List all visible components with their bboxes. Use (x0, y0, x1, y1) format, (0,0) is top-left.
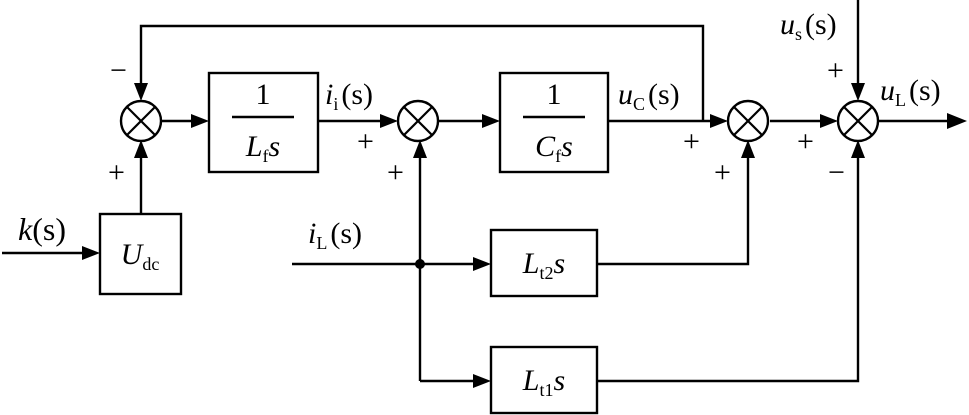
sign-sum2-input: + (357, 125, 374, 158)
signal-us-label: us(s) (780, 8, 837, 44)
wire-lt2-to-sum3 (597, 155, 750, 266)
arrow-into-sum2 (380, 114, 398, 128)
lt1-label: Lt1s (522, 364, 565, 400)
signal-k-label: k(s) (18, 211, 66, 247)
signal-uc-label: uC(s) (618, 78, 680, 114)
sign-sum1-feedback: − (110, 54, 127, 87)
arrow-into-sum1-top (134, 83, 148, 101)
wires (2, 0, 948, 383)
capacitor-numerator: 1 (547, 78, 562, 111)
block-udc: Udc (98, 212, 183, 296)
sign-sum3-uc: + (683, 125, 700, 158)
block-lt1: Lt1s (489, 345, 599, 415)
sign-sum4-lt1: − (828, 156, 845, 189)
sign-sum4-left: + (797, 125, 814, 158)
block-lt2: Lt2s (489, 228, 599, 298)
capacitor-denominator: Cfs (535, 130, 573, 166)
signal-ul-label: uL(s) (880, 74, 941, 110)
arrow-output-ul (947, 113, 967, 129)
junction-dot (415, 259, 425, 269)
arrow-into-sum4-left (820, 114, 838, 128)
arrow-into-sum3-bottom (741, 140, 755, 158)
block-inductor: 1 Lfs (207, 71, 320, 174)
arrow-into-inductor (191, 114, 209, 128)
arrow-into-sum2-bottom (413, 140, 427, 158)
summing-junction-1 (119, 99, 163, 143)
sign-sum3-lt2: + (714, 156, 731, 189)
wire-feedback-uc (139, 24, 705, 121)
arrow-into-lt1 (473, 374, 491, 388)
arrow-into-sum3-left (710, 114, 728, 128)
arrow-into-capacitor (482, 114, 500, 128)
sign-sum1-input: + (108, 156, 125, 189)
sign-sum4-us: + (827, 54, 844, 87)
wire-lt1-to-sum4 (597, 155, 860, 383)
inductor-numerator: 1 (256, 78, 271, 111)
arrow-into-sum4-bottom (851, 140, 865, 158)
signal-il-label: iL(s) (308, 217, 362, 253)
summing-junction-3 (726, 99, 770, 143)
udc-label: Udc (121, 238, 160, 274)
summing-junction-2 (396, 99, 440, 143)
block-capacitor: 1 Cfs (498, 71, 610, 174)
arrow-into-sum4-top (851, 83, 865, 101)
arrow-into-sum1-bottom (134, 140, 148, 158)
arrow-into-udc (82, 246, 100, 260)
sign-sum2-il: + (387, 156, 404, 189)
summing-junction-4 (836, 99, 880, 143)
inductor-denominator: Lfs (245, 130, 280, 166)
arrowheads (82, 83, 967, 388)
lt2-label: Lt2s (522, 247, 565, 283)
arrow-into-lt2 (473, 257, 491, 271)
signal-ii-label: ii(s) (325, 78, 373, 114)
